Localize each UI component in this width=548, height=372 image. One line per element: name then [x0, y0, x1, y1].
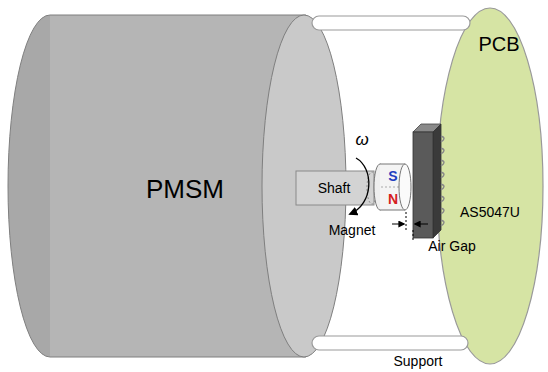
motor-body: PMSM	[8, 14, 348, 358]
air-gap-dimension	[392, 212, 428, 240]
part-label: AS5047U	[460, 204, 520, 220]
part-label: Magnet	[329, 222, 376, 238]
pcb-board-outline	[435, 6, 545, 366]
pole-label: S	[388, 168, 397, 184]
pcb-board: PCB	[435, 6, 545, 366]
part-label: Support	[393, 353, 442, 369]
dimension-label: Air Gap	[428, 238, 475, 254]
node-label: PCB	[478, 33, 519, 56]
support-rod	[312, 336, 468, 350]
node-label: PMSM	[146, 175, 224, 205]
support-rod	[312, 16, 470, 30]
pole-label: N	[388, 191, 398, 207]
node-label: Shaft	[318, 180, 351, 196]
sensor-chip	[413, 124, 444, 238]
shaft: Shaft	[296, 171, 378, 205]
rotation-symbol: ω	[355, 130, 368, 150]
magnet	[374, 164, 411, 210]
